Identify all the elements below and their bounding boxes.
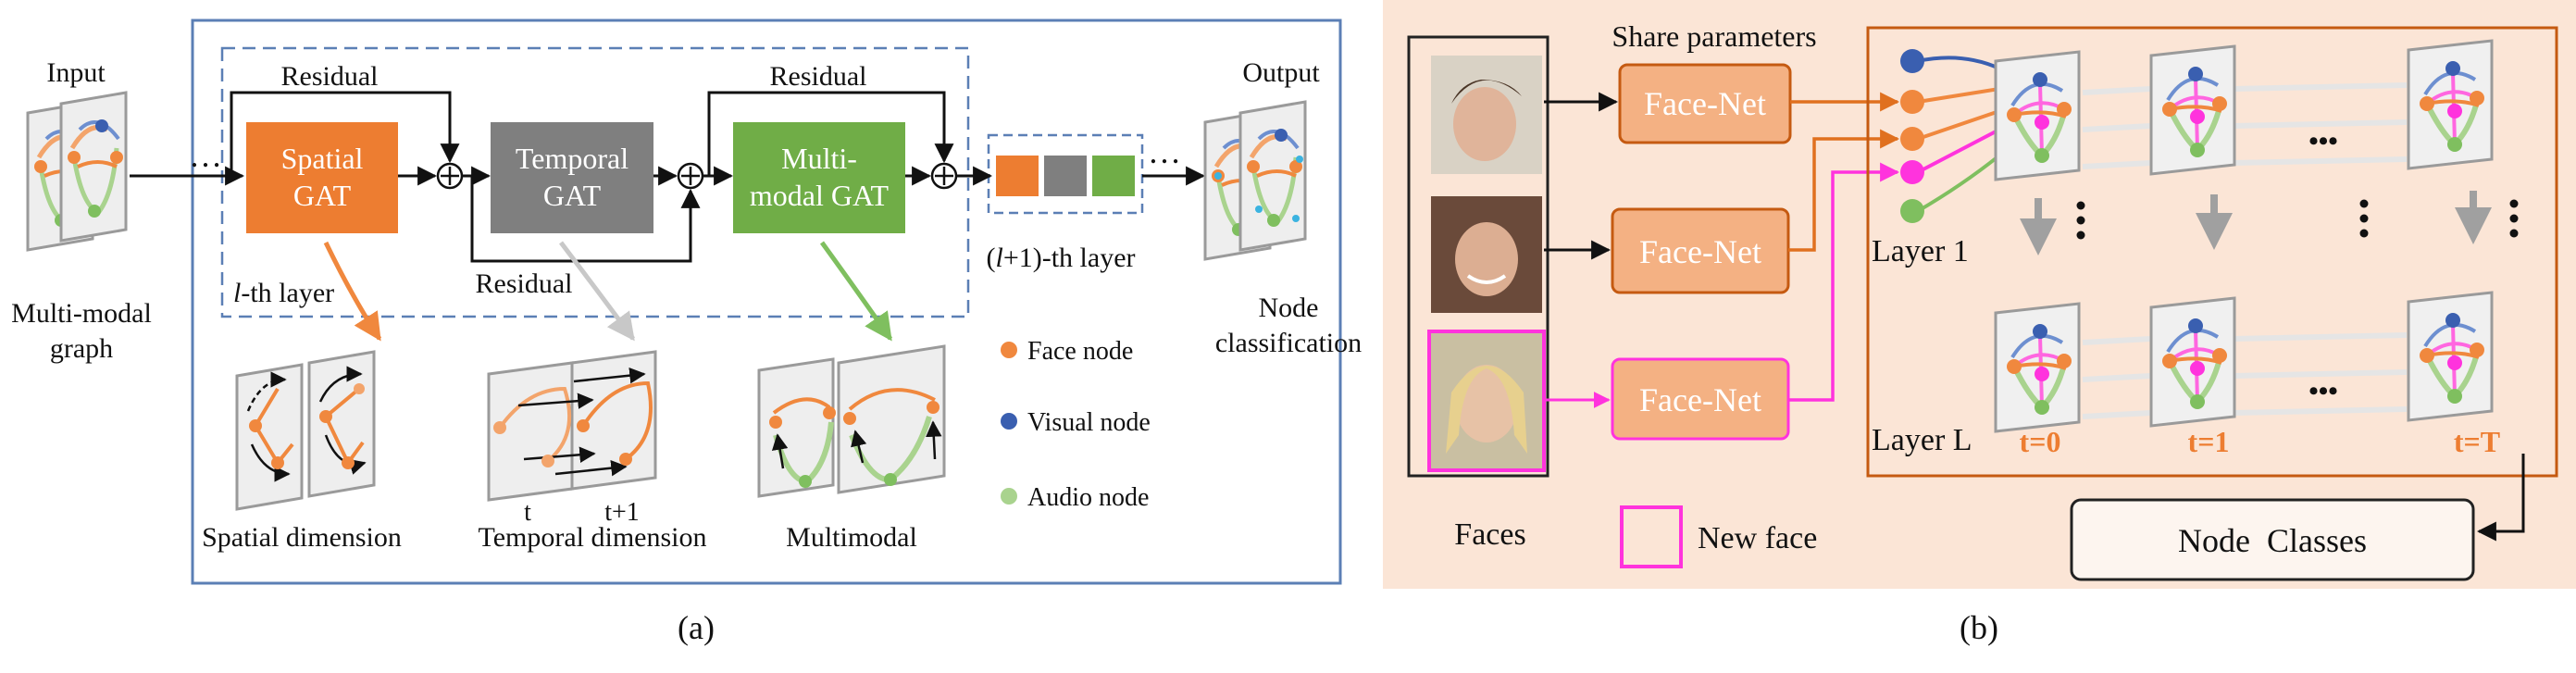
output-label: Output — [1242, 57, 1320, 88]
face-image-3 — [1431, 333, 1542, 468]
legend-visual-label: Visual node — [1027, 408, 1151, 437]
input-caption-1: Multi-modal — [11, 298, 152, 329]
layer-l-box — [220, 46, 970, 318]
caption-b: (b) — [1960, 609, 1998, 646]
spatial-dim-label: Spatial dimension — [202, 522, 402, 553]
panel-b-background — [1383, 0, 2576, 589]
face-net-label-1: Face-Net — [1644, 85, 1766, 122]
sum-node-1 — [436, 162, 464, 190]
panel-b: Faces Face-Net Face-Net Face-Net Share p… — [1383, 0, 2576, 646]
caption-a: (a) — [678, 609, 715, 646]
residual-2-label: Residual — [476, 268, 573, 299]
layerL-card-t0 — [1996, 304, 2079, 431]
input-caption-2: graph — [50, 333, 113, 364]
t-label: t — [524, 498, 531, 527]
input-label: Input — [46, 57, 106, 88]
face-net-label-2: Face-Net — [1639, 233, 1761, 270]
multimodal-gat-box — [733, 122, 905, 233]
sum-node-2 — [677, 162, 704, 190]
share-params-label: Share parameters — [1612, 19, 1816, 53]
multimodal-gat-label-2: modal GAT — [750, 179, 890, 212]
temporal-gat-box — [491, 122, 653, 233]
faces-frame — [1407, 35, 1549, 478]
spatial-gat-label-2: GAT — [293, 179, 352, 212]
layerL-card-tT — [2408, 293, 2492, 420]
next-multimodal-block — [1092, 156, 1135, 196]
temporal-dim-illustration — [487, 350, 657, 502]
multimodal-gat-label-1: Multi- — [781, 142, 857, 175]
layer-next-label: (l+1)-th layer — [986, 243, 1135, 273]
layer-l-label: l-th layer — [233, 278, 334, 308]
faces-label: Faces — [1454, 517, 1525, 552]
graph-grid-frame — [1866, 26, 2558, 478]
new-face-legend-label: New face — [1698, 521, 1817, 555]
input-graph — [28, 93, 126, 250]
legend-face-marker — [1001, 342, 1017, 358]
classes-arrow — [2476, 454, 2525, 542]
face-net-link-3 — [1788, 162, 1900, 402]
node-classes-box — [2070, 498, 2475, 581]
residual-3-label: Residual — [770, 61, 867, 92]
next-spatial-block — [996, 156, 1039, 196]
layer1-card-t1 — [2151, 46, 2234, 174]
sum-node-3 — [930, 162, 958, 190]
dots-layer1: ••• — [2308, 126, 2338, 156]
t0-label: t=0 — [2020, 425, 2061, 458]
layer-1-label: Layer 1 — [1872, 234, 1969, 268]
t1-label: t=1 — [2188, 425, 2230, 458]
output-graph — [1205, 102, 1305, 259]
layer-L-label: Layer L — [1872, 423, 1972, 457]
node-classes-label: Node Classes — [2178, 522, 2367, 559]
output-caption-1: Node — [1259, 293, 1319, 323]
legend-audio-marker — [1001, 488, 1017, 505]
temporal-links — [2082, 82, 2408, 419]
output-caption-2: classification — [1215, 328, 1362, 358]
multimodal-pointer — [819, 241, 893, 342]
legend-visual-marker — [1001, 413, 1017, 430]
residual-1-label: Residual — [281, 61, 379, 92]
layer1-card-tT — [2408, 41, 2492, 168]
face-image-2 — [1431, 196, 1542, 313]
new-face-legend-box — [1620, 505, 1683, 568]
ellipsis-left: … — [189, 137, 222, 174]
temporal-gat-label-2: GAT — [543, 179, 602, 212]
layerL-card-t1 — [2151, 298, 2234, 426]
residual-2-path — [470, 176, 701, 263]
temporal-dim-label: Temporal dimension — [478, 522, 706, 553]
vertical-dots — [2076, 199, 2519, 240]
legend-face-label: Face node — [1027, 337, 1133, 366]
face-net-link-2 — [1788, 129, 1900, 252]
dots-layerL: ••• — [2308, 376, 2338, 406]
multimodal-illustration — [757, 344, 946, 498]
face-image-1 — [1431, 56, 1542, 174]
next-temporal-block — [1044, 156, 1087, 196]
legend: Face node Visual node Audio node — [1001, 337, 1151, 512]
t1-label: t+1 — [604, 498, 640, 527]
face-net-box-1 — [1618, 63, 1792, 144]
residual-3-path — [707, 91, 954, 176]
face-net-label-3: Face-Net — [1639, 381, 1761, 418]
input-nodes — [1900, 49, 2001, 223]
temporal-pointer — [559, 241, 636, 342]
multimodal-label: Multimodal — [786, 522, 917, 553]
residual-1-path — [230, 91, 460, 176]
temporal-gat-label-1: Temporal — [516, 142, 628, 175]
legend-audio-label: Audio node — [1027, 483, 1149, 512]
spatial-gat-label-1: Spatial — [281, 142, 364, 175]
spatial-pointer — [323, 241, 382, 342]
panel-a: Input Multi-modal graph … Spatial GAT Re… — [11, 19, 1362, 646]
panel-a-frame — [191, 19, 1342, 585]
tT-label: t=T — [2454, 425, 2500, 458]
layer1-card-t0 — [1996, 52, 2079, 180]
spatial-dim-illustration — [235, 350, 376, 511]
ellipsis-right: … — [1148, 133, 1181, 170]
spatial-gat-box — [246, 122, 398, 233]
